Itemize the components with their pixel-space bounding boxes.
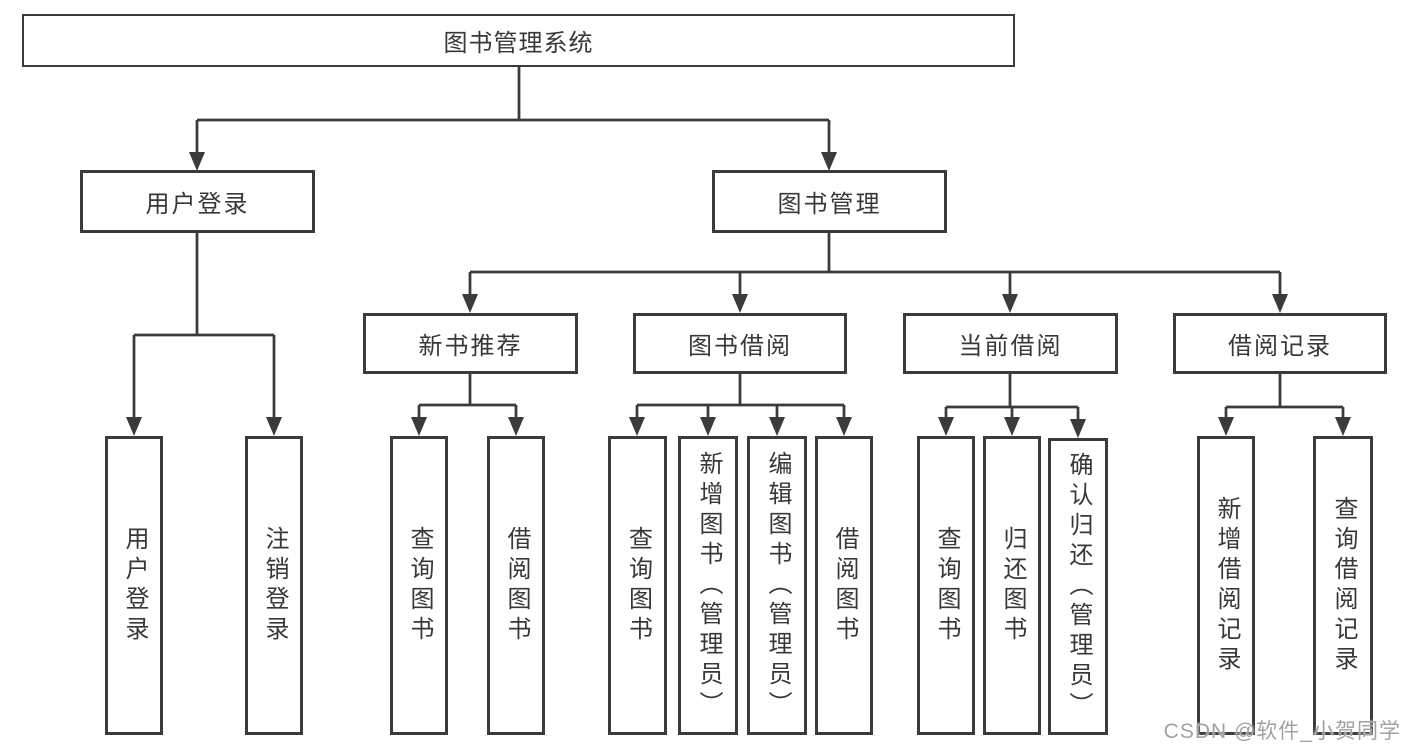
- node-book-borrowing: 图书借阅: [633, 313, 847, 374]
- leaf-borrow-books-1: 借阅图书: [487, 436, 545, 735]
- connector-root-to-level2: [195, 66, 831, 154]
- connector-book-borrow-to-leaves: [635, 372, 846, 419]
- node-current-borrowing: 当前借阅: [903, 313, 1118, 374]
- leaf-add-borrow-record: 新增借阅记录: [1197, 436, 1255, 735]
- node-label: 归还图书: [999, 525, 1026, 646]
- leaf-query-books-1: 查询图书: [390, 436, 448, 735]
- arrowhead-icon: [1272, 294, 1288, 313]
- connector-new-book-rec-to-leaves: [417, 372, 518, 419]
- node-label: 图书管理系统: [443, 30, 594, 57]
- node-label: 当前借阅: [958, 333, 1063, 360]
- arrowhead-icon: [1004, 417, 1020, 436]
- node-label: 确认归还（管理员）: [1065, 451, 1092, 722]
- leaf-query-borrow-record: 查询借阅记录: [1313, 436, 1373, 735]
- arrowhead-icon: [1002, 294, 1018, 313]
- arrowhead-icon: [629, 417, 645, 436]
- node-label: 新增图书（管理员）: [695, 450, 722, 721]
- node-label: 注销登录: [261, 525, 288, 646]
- node-label: 新书推荐: [418, 333, 523, 360]
- leaf-edit-books-admin: 编辑图书（管理员）: [747, 436, 807, 735]
- arrowhead-icon: [821, 152, 837, 171]
- node-label: 查询借阅记录: [1330, 495, 1357, 676]
- arrowhead-icon: [462, 294, 478, 313]
- watermark-text: CSDN @软件_小贺同学: [1163, 720, 1401, 743]
- node-label: 用户登录: [121, 525, 148, 646]
- leaf-user-login: 用户登录: [105, 436, 163, 735]
- node-label: 查询图书: [406, 525, 433, 646]
- connector-current-borrow-to-leaves: [944, 372, 1080, 421]
- arrowhead-icon: [266, 417, 282, 436]
- arrowhead-icon: [836, 417, 852, 436]
- node-label: 编辑图书（管理员）: [764, 450, 791, 721]
- arrowhead-icon: [700, 417, 716, 436]
- node-label: 用户登录: [145, 191, 250, 218]
- node-new-book-recommendation: 新书推荐: [363, 313, 578, 374]
- node-library-management-system: 图书管理系统: [22, 14, 1015, 67]
- node-book-management: 图书管理: [712, 170, 947, 233]
- node-label: 查询图书: [933, 525, 960, 646]
- leaf-query-books-3: 查询图书: [917, 436, 975, 735]
- arrowhead-icon: [1070, 419, 1086, 438]
- leaf-borrow-books-2: 借阅图书: [815, 436, 873, 735]
- arrowhead-icon: [508, 417, 524, 436]
- node-label: 借阅记录: [1228, 333, 1332, 360]
- node-label: 借阅图书: [831, 525, 858, 646]
- node-label: 借阅图书: [503, 525, 530, 646]
- connector-borrow-records-to-leaves: [1224, 372, 1345, 419]
- arrowhead-icon: [938, 417, 954, 436]
- leaf-confirm-return-admin: 确认归还（管理员）: [1048, 438, 1108, 735]
- arrowhead-icon: [411, 417, 427, 436]
- arrowhead-icon: [189, 152, 205, 171]
- leaf-logout-login: 注销登录: [245, 436, 303, 735]
- arrowhead-icon: [1335, 417, 1351, 436]
- leaf-add-books-admin: 新增图书（管理员）: [678, 436, 738, 735]
- leaf-query-books-2: 查询图书: [608, 436, 667, 735]
- arrowhead-icon: [1218, 417, 1234, 436]
- node-label: 图书管理: [777, 191, 882, 218]
- arrowhead-icon: [732, 294, 748, 313]
- node-user-login: 用户登录: [80, 170, 315, 233]
- node-label: 图书借阅: [688, 333, 792, 360]
- node-label: 新增借阅记录: [1213, 495, 1240, 676]
- leaf-return-books: 归还图书: [983, 436, 1041, 735]
- arrowhead-icon: [769, 417, 785, 436]
- node-label: 查询图书: [624, 525, 652, 646]
- node-borrowing-records: 借阅记录: [1173, 313, 1387, 374]
- connector-user-login-to-leaves: [132, 231, 276, 419]
- arrowhead-icon: [126, 417, 142, 436]
- connector-book-mgmt-to-level3: [468, 231, 1282, 296]
- arrowheads: [126, 152, 1351, 438]
